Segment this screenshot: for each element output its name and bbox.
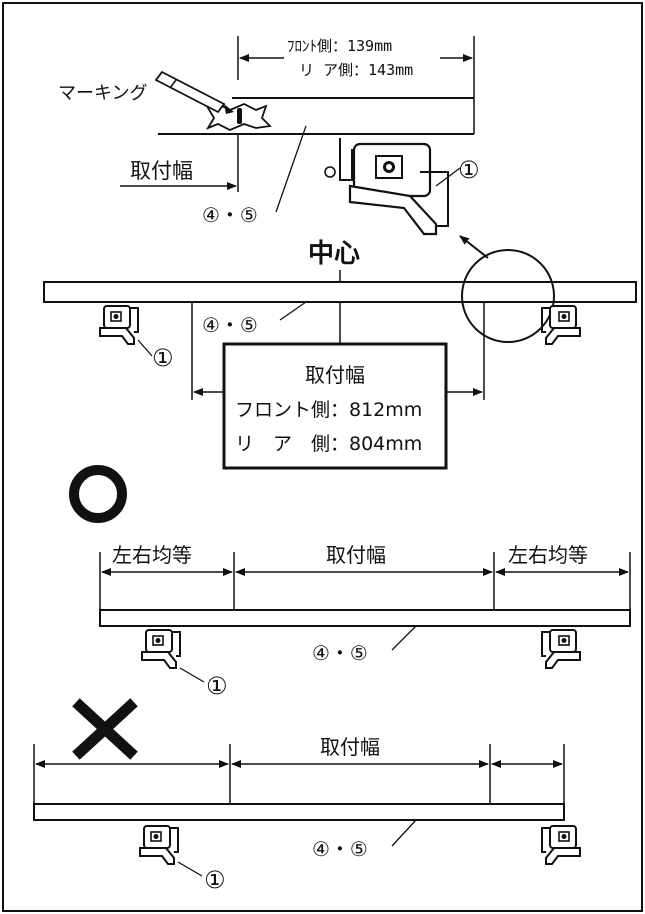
correct-mark-icon <box>69 465 127 523</box>
middle-overview: 中心 ④・⑤ ① 取付幅 フロント側：812mm リ ア 側：804mm <box>43 239 637 470</box>
bracket-right-icon <box>541 305 581 345</box>
bar-correct <box>99 609 631 627</box>
bracket-right-icon <box>541 629 581 669</box>
bracket-right-icon <box>541 825 581 865</box>
dim-front: ﾌﾛﾝﾄ側：139mm <box>287 37 392 55</box>
left-equal-label: 左右均等 <box>112 543 192 567</box>
dim-rear: リ ア側：143mm <box>299 61 413 79</box>
box-title: 取付幅 <box>305 363 365 387</box>
incorrect-example: 取付幅 ④・⑤ ① <box>33 698 581 894</box>
marking-label: マーキング <box>58 83 147 104</box>
bracket-left-icon <box>99 305 139 345</box>
width-info-box <box>222 342 448 470</box>
part-bar-label: ④・⑤ <box>202 203 258 227</box>
width-label: 取付幅 <box>326 543 386 567</box>
part-bar-label: ④・⑤ <box>202 313 258 337</box>
magnifier-circle <box>461 249 555 343</box>
bar-incorrect <box>33 803 565 821</box>
bracket-large-icon <box>324 138 449 236</box>
marker-pen-icon <box>154 70 234 114</box>
part-bar-label: ④・⑤ <box>312 837 368 861</box>
center-label: 中心 <box>308 239 360 269</box>
correct-example: 左右均等 取付幅 左右均等 ④・⑤ ① <box>69 465 631 700</box>
box-rear-width: リ ア 側：804mm <box>235 433 422 455</box>
part-bracket-label: ① <box>204 866 226 894</box>
right-equal-label: 左右均等 <box>508 543 588 567</box>
bracket-left-icon <box>141 629 181 669</box>
box-front-width: フロント側：812mm <box>235 399 422 421</box>
incorrect-mark-icon <box>72 698 138 760</box>
part-bar-label: ④・⑤ <box>312 641 368 665</box>
width-label: 取付幅 <box>130 159 193 183</box>
part-bracket-label: ① <box>458 156 480 184</box>
bar-middle <box>43 281 637 303</box>
part-bracket-label: ① <box>206 672 228 700</box>
top-detail: ﾌﾛﾝﾄ側：139mm リ ア側：143mm マーキング 取付幅 ④・⑤ <box>58 36 480 236</box>
bracket-left-icon <box>139 825 179 865</box>
part-bracket-label: ① <box>152 344 174 372</box>
width-label: 取付幅 <box>320 735 380 759</box>
zoom-arrow <box>459 235 489 259</box>
